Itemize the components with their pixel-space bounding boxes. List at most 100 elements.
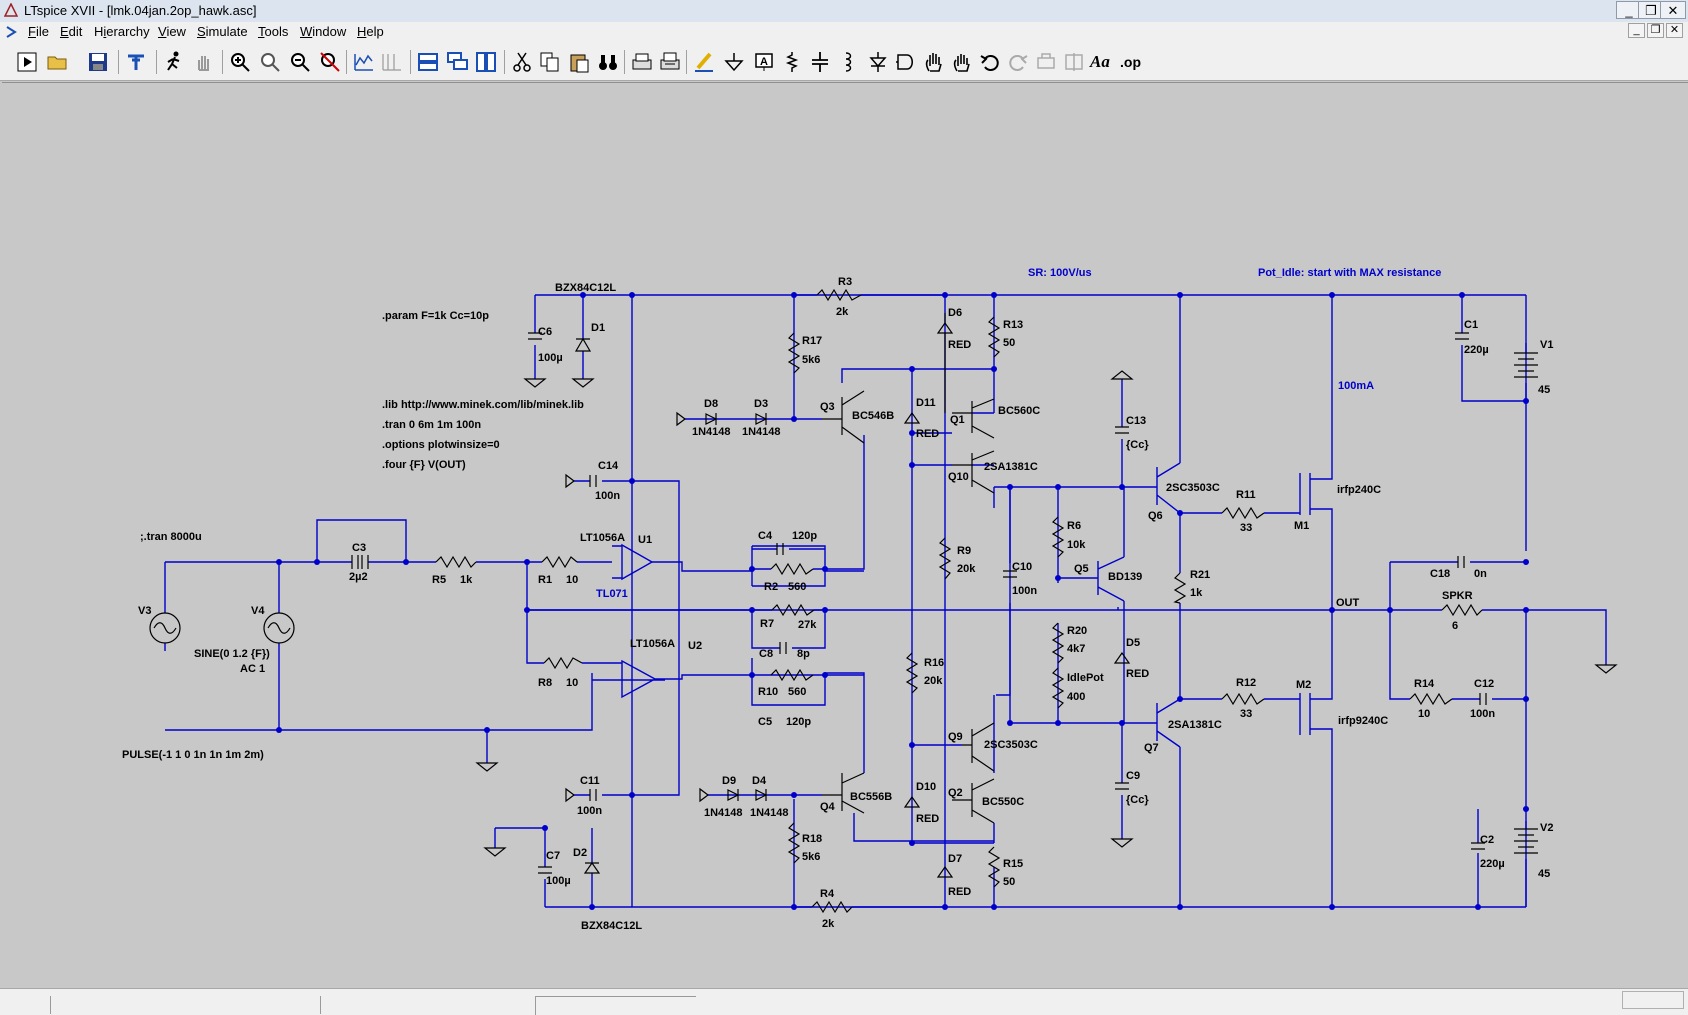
d6-value[interactable]: RED [948, 339, 971, 351]
r12-value[interactable]: 33 [1240, 708, 1252, 720]
rotate-icon[interactable] [1034, 50, 1058, 74]
q4-name[interactable]: Q4 [820, 801, 836, 813]
u1-alt[interactable]: TL071 [596, 588, 628, 600]
r18-value[interactable]: 5k6 [802, 851, 820, 863]
d10-value[interactable]: RED [916, 813, 939, 825]
q3-value[interactable]: BC546B [852, 410, 894, 422]
r3-name[interactable]: R3 [838, 276, 852, 288]
open-folder-icon[interactable] [46, 50, 70, 74]
r6-value[interactable]: 10k [1067, 539, 1086, 551]
c1-value[interactable]: 220µ [1464, 344, 1489, 356]
v3-label[interactable]: V3 [138, 605, 151, 617]
u2-model[interactable]: LT1056A [630, 638, 675, 650]
q9-name[interactable]: Q9 [948, 731, 963, 743]
r2-value[interactable]: 560 [788, 581, 806, 593]
find-binoculars-icon[interactable] [596, 50, 620, 74]
d9-name[interactable]: D9 [722, 775, 736, 787]
draw-wire-icon[interactable] [692, 50, 716, 74]
v1-name[interactable]: V1 [1540, 339, 1553, 351]
r12-name[interactable]: R12 [1236, 677, 1256, 689]
redo-icon[interactable] [1006, 50, 1030, 74]
c14-name[interactable]: C14 [598, 460, 619, 472]
r7-name[interactable]: R7 [760, 618, 774, 630]
control-panel-icon[interactable] [124, 50, 148, 74]
d5-name[interactable]: D5 [1126, 637, 1140, 649]
zoom-fit-icon[interactable] [258, 50, 282, 74]
resistor-icon[interactable] [780, 50, 804, 74]
m2-value[interactable]: irfp9240C [1338, 715, 1388, 727]
c7-value[interactable]: 100µ [546, 875, 571, 887]
menu-view[interactable]: View [158, 24, 186, 39]
r17-value[interactable]: 5k6 [802, 354, 820, 366]
v4-label[interactable]: V4 [251, 605, 265, 617]
r16-name[interactable]: R16 [924, 657, 944, 669]
q10-name[interactable]: Q10 [948, 471, 969, 483]
v1-value[interactable]: 45 [1538, 384, 1550, 396]
menu-edit[interactable]: Edit [60, 24, 83, 39]
ground-icon[interactable] [722, 50, 746, 74]
r6-name[interactable]: R6 [1067, 520, 1081, 532]
lib-directive[interactable]: .lib http://www.minek.com/lib/minek.lib [382, 399, 584, 411]
c13-value[interactable]: {Cc} [1126, 439, 1149, 451]
d2-name[interactable]: D2 [573, 847, 587, 859]
r10-value[interactable]: 560 [788, 686, 806, 698]
r14-name[interactable]: R14 [1414, 678, 1435, 690]
r14-value[interactable]: 10 [1418, 708, 1430, 720]
tile-horizontal-icon[interactable] [416, 50, 440, 74]
menu-window[interactable]: Window [300, 24, 347, 39]
u1-model[interactable]: LT1056A [580, 532, 625, 544]
d5-value[interactable]: RED [1126, 668, 1149, 680]
c11-name[interactable]: C11 [580, 775, 600, 787]
r2-name[interactable]: R2 [764, 581, 778, 593]
spkr-name[interactable]: SPKR [1442, 590, 1473, 602]
idlepot-name[interactable]: IdlePot [1067, 672, 1104, 684]
c5-name[interactable]: C5 [758, 716, 772, 728]
c5-value[interactable]: 120p [786, 716, 811, 728]
d1-name[interactable]: D1 [591, 322, 605, 334]
r7-value[interactable]: 27k [798, 619, 817, 631]
d11-value[interactable]: RED [916, 428, 939, 440]
capacitor-icon[interactable] [808, 50, 832, 74]
r9-name[interactable]: R9 [957, 545, 971, 557]
q9-value[interactable]: 2SC3503C [984, 739, 1038, 751]
c11-value[interactable]: 100n [577, 805, 602, 817]
d3-value[interactable]: 1N4148 [742, 426, 781, 438]
paste-icon[interactable] [567, 50, 591, 74]
zoom-cancel-icon[interactable] [318, 50, 342, 74]
q6-value[interactable]: 2SC3503C [1166, 482, 1220, 494]
menu-simulate[interactable]: Simulate [197, 24, 248, 39]
r15-value[interactable]: 50 [1003, 876, 1015, 888]
schematic-drawing[interactable]: .param F=1k Cc=10p .lib http://www.minek… [2, 83, 1688, 989]
run-icon[interactable] [15, 50, 39, 74]
menu-help[interactable]: Help [357, 24, 384, 39]
diode-icon[interactable] [866, 50, 890, 74]
autorange-icon[interactable] [352, 50, 376, 74]
r16-value[interactable]: 20k [924, 675, 943, 687]
c18-name[interactable]: C18 [1430, 568, 1450, 580]
c12-name[interactable]: C12 [1474, 678, 1494, 690]
r1-name[interactable]: R1 [538, 574, 552, 586]
r18-name[interactable]: R18 [802, 833, 822, 845]
pot-idle-note[interactable]: Pot_Idle: start with MAX resistance [1258, 267, 1441, 279]
r8-name[interactable]: R8 [538, 677, 552, 689]
tile-vertical-icon[interactable] [474, 50, 498, 74]
r3-value[interactable]: 2k [836, 306, 849, 318]
pan-hand-icon[interactable] [192, 50, 216, 74]
c8-name[interactable]: C8 [759, 648, 773, 660]
u2-name[interactable]: U2 [688, 640, 702, 652]
c7-name[interactable]: C7 [546, 850, 560, 862]
slew-rate-note[interactable]: SR: 100V/us [1028, 267, 1092, 279]
r4-name[interactable]: R4 [820, 888, 835, 900]
param-directive[interactable]: .param F=1k Cc=10p [382, 310, 489, 322]
save-icon[interactable] [86, 50, 110, 74]
u1-name[interactable]: U1 [638, 534, 652, 546]
c12-value[interactable]: 100n [1470, 708, 1495, 720]
ltspice-app-icon[interactable] [4, 3, 18, 17]
c4-name[interactable]: C4 [758, 530, 773, 542]
v4-value[interactable]: SINE(0 1.2 {F}) [194, 648, 270, 660]
status-grip[interactable] [1622, 991, 1684, 1009]
q1-name[interactable]: Q1 [950, 414, 965, 426]
mdi-minimize-button[interactable]: _ [1628, 23, 1645, 38]
document-icon[interactable] [4, 25, 18, 39]
bias-current-note[interactable]: 100mA [1338, 380, 1374, 392]
